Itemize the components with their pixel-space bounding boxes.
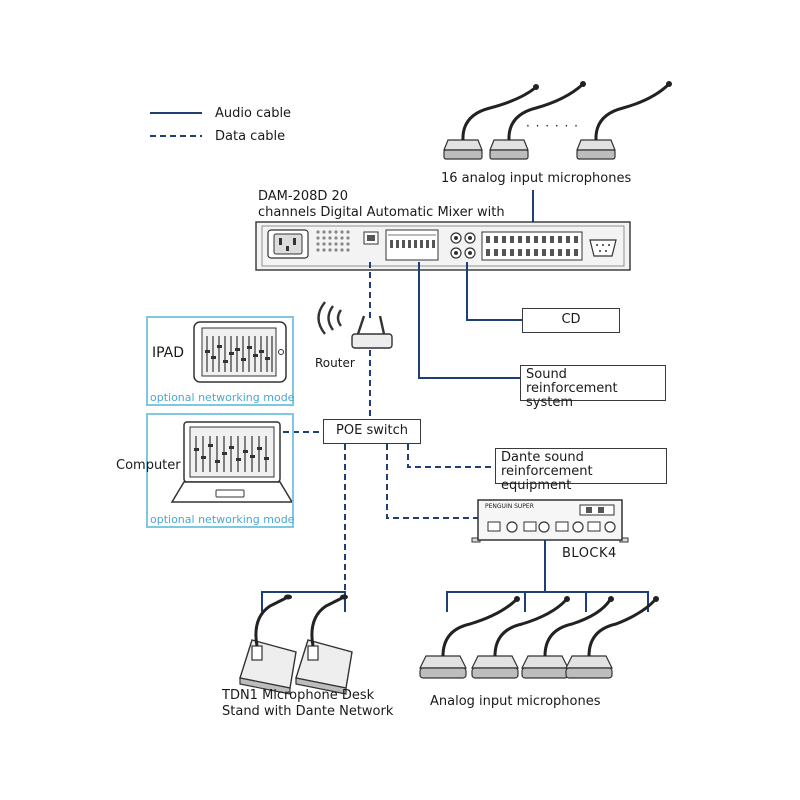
poe-block4-cable [386,444,478,519]
tdn1-microphone-1 [239,594,297,695]
sound-reinforcement-line1: Sound reinforcement [526,367,618,396]
bottom-mics-label: Analog input microphones [430,694,601,709]
bottom-mics-bus [446,591,649,612]
cd-box: CD [522,308,620,333]
cd-label: CD [561,312,581,327]
router-label: Router [315,356,355,370]
bottom-microphone-3 [521,596,614,679]
sound-reinforcement-line2: system [526,395,573,410]
ipad-mode-label: optional networking mode [150,391,295,404]
mixer-label-line2: channels Digital Automatic Mixer with [258,205,505,220]
tdn1-label-line1: TDN1 Microphone Desk [222,688,375,703]
mixer-device [255,221,631,271]
block4-brand: PENGUIN SUPER [485,503,534,510]
top-microphone-1 [443,84,539,160]
mixer-label-line1: DAM-208D 20 [258,189,349,204]
block4-label: BLOCK4 [562,546,617,561]
tdn1-microphone-2 [295,594,353,695]
dante-equipment-line2: reinforcement equipment [501,464,593,493]
poe-switch-box: POE switch [323,419,421,444]
poe-switch-label: POE switch [336,423,408,438]
bottom-microphone-1 [419,596,520,679]
top-microphone-2 [489,81,586,160]
sound-reinforcement-box: Sound reinforcement system [520,365,666,410]
dante-equipment-line1: Dante sound [501,450,584,465]
top-mics-dots: · · · · · · [526,119,579,133]
ipad-label: IPAD [152,345,185,361]
cd-cable [466,262,522,321]
computer-mode-frame [146,413,294,528]
bottom-microphone-2 [471,596,570,679]
router-icon [317,301,393,349]
sound-reinforcement-cable [418,262,520,379]
computer-mode-label: optional networking mode [150,513,295,526]
poe-dante-cable [407,444,495,468]
block4-device [471,499,629,543]
top-mics-label: 16 analog input microphones [441,171,632,186]
top-microphone-3 [576,81,672,160]
poe-tdn1-cable [300,444,346,593]
bottom-microphone-4 [565,596,659,679]
ipad-icon [193,321,287,383]
computer-label: Computer [116,458,181,473]
legend-audio-label: Audio cable [215,106,292,121]
legend-data-label: Data cable [215,129,286,144]
computer-icon [170,421,294,503]
ipad-mode-frame [146,316,294,406]
dante-equipment-box: Dante sound reinforcement equipment [495,448,667,493]
tdn1-label-line2: Stand with Dante Network [222,704,394,719]
tdn1-bus [261,591,346,612]
